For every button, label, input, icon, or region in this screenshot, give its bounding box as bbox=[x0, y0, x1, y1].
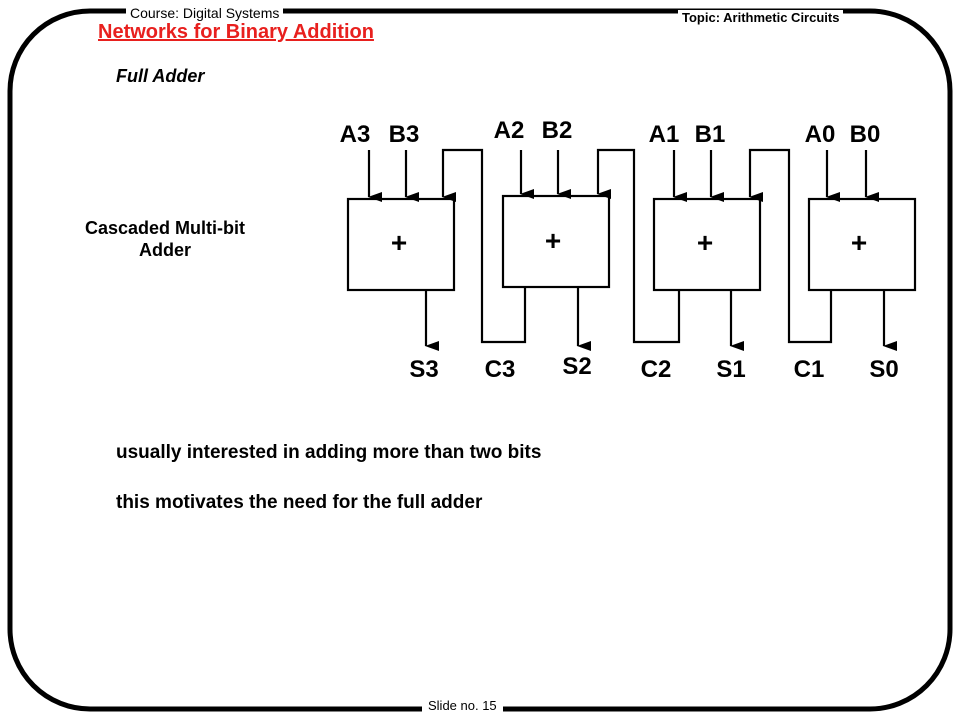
carry-wire-c2 bbox=[596, 148, 681, 344]
adder-symbol-3: + bbox=[391, 227, 407, 258]
label-b1: B1 bbox=[695, 121, 726, 148]
label-a2: A2 bbox=[494, 117, 525, 144]
slide-title: Networks for Binary Addition bbox=[96, 21, 376, 44]
label-b2: B2 bbox=[542, 117, 573, 144]
adder-box-2 bbox=[501, 194, 611, 289]
slide-subtitle: Full Adder bbox=[116, 66, 205, 87]
adder-box-0 bbox=[807, 197, 917, 292]
label-s1: S1 bbox=[716, 356, 745, 383]
topic-label: Topic: Arithmetic Circuits bbox=[678, 10, 844, 25]
adder-symbol-2: + bbox=[545, 225, 561, 256]
side-label-line-1: Cascaded Multi-bit bbox=[84, 218, 245, 238]
adder-symbol-0: + bbox=[851, 227, 867, 258]
bullet-text-1: usually interested in adding more than t… bbox=[116, 442, 542, 463]
carry-wire-c3 bbox=[441, 148, 527, 344]
label-s0: S0 bbox=[869, 356, 898, 383]
label-a0: A0 bbox=[805, 121, 836, 148]
diagram-side-label: Cascaded Multi-bit Adder bbox=[40, 217, 290, 261]
label-a1: A1 bbox=[649, 121, 680, 148]
label-b3: B3 bbox=[389, 121, 420, 148]
label-b0: B0 bbox=[850, 121, 881, 148]
course-label: Course: Digital Systems bbox=[126, 5, 284, 21]
side-label-line-2: Adder bbox=[138, 240, 191, 260]
label-s2: S2 bbox=[562, 353, 591, 380]
adder-symbol-1: + bbox=[697, 227, 713, 258]
carry-wire-c1 bbox=[748, 148, 833, 344]
label-c2: C2 bbox=[641, 356, 672, 383]
label-a3: A3 bbox=[340, 121, 371, 148]
slide-number: Slide no. 15 bbox=[422, 698, 503, 713]
adder-box-1 bbox=[652, 197, 762, 292]
bullet-text-2: this motivates the need for the full add… bbox=[116, 492, 483, 513]
label-c1: C1 bbox=[794, 356, 825, 383]
adder-box-3 bbox=[346, 197, 456, 292]
label-s3: S3 bbox=[409, 356, 438, 383]
label-c3: C3 bbox=[485, 356, 516, 383]
